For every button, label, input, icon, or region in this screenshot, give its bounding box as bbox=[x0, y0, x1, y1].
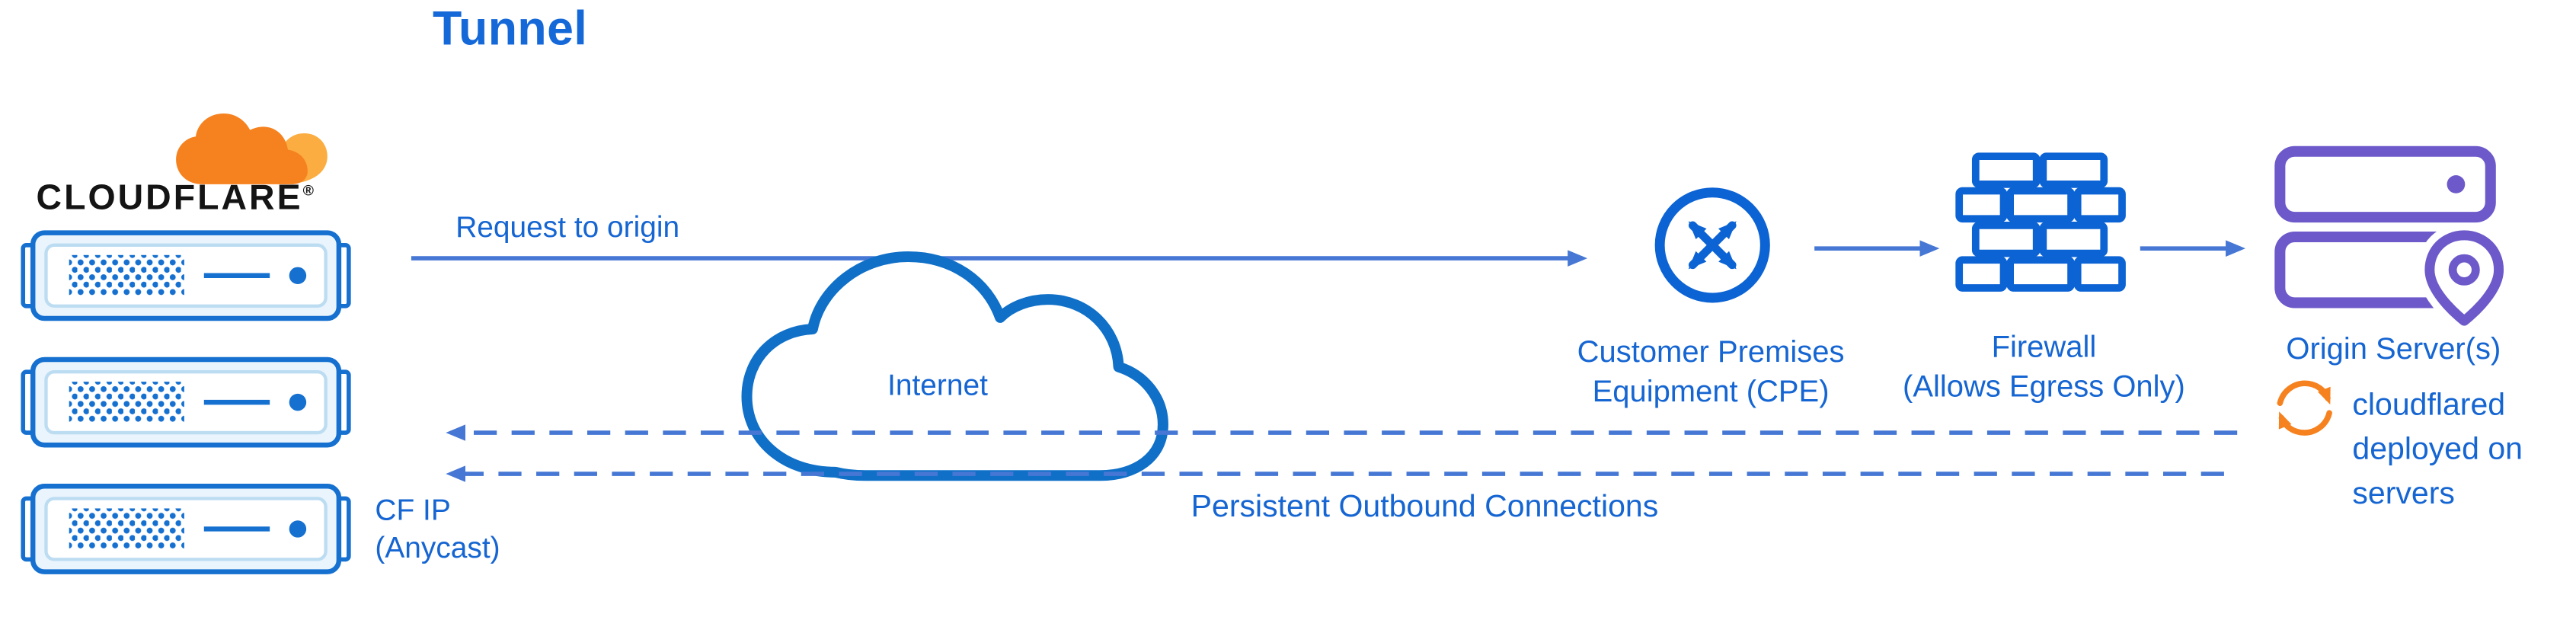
origin-servers-icon bbox=[2274, 145, 2511, 337]
cloudflare-wordmark: CLOUDFLARE bbox=[36, 177, 303, 218]
page-title: Tunnel bbox=[433, 3, 588, 56]
cloudflare-logo-cloud-icon bbox=[176, 113, 328, 184]
cloudflared-deployed-label: cloudflared deployed on servers bbox=[2352, 388, 2523, 512]
internet-label: Internet bbox=[887, 368, 988, 402]
firewall-label: Firewall (Allows Egress Only) bbox=[1903, 329, 2185, 403]
persistent-outbound-label: Persistent Outbound Connections bbox=[1191, 490, 1659, 526]
internet-cloud-icon bbox=[741, 251, 1168, 481]
cpe-router-icon bbox=[1654, 187, 1770, 303]
registered-mark: ® bbox=[302, 182, 316, 200]
request-to-origin-label: Request to origin bbox=[455, 210, 680, 244]
cf-ip-anycast-label: CF IP (Anycast) bbox=[375, 494, 500, 565]
origin-servers-label: Origin Server(s) bbox=[2286, 331, 2501, 366]
cloudflare-logo-text: CLOUDFLARE® bbox=[37, 177, 316, 219]
cpe-label: Customer Premises Equipment (CPE) bbox=[1577, 334, 1845, 408]
cloudflared-sync-icon bbox=[2277, 380, 2332, 436]
firewall-icon bbox=[1955, 152, 2126, 292]
